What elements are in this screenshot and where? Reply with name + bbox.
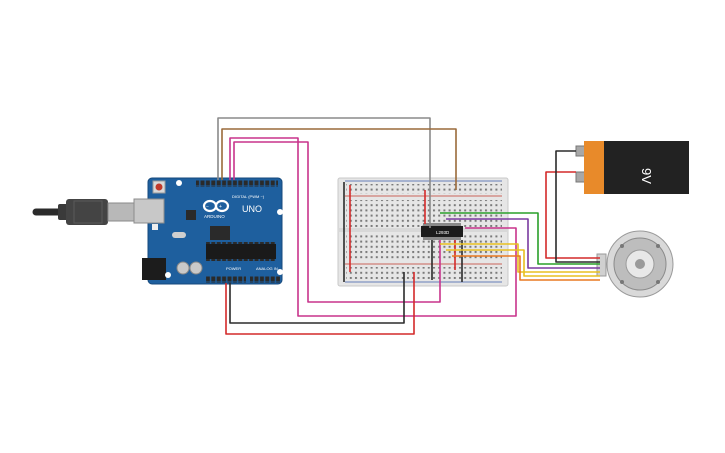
wire-purple[interactable] [446,218,600,269]
power-jack [142,258,166,280]
wire-magenta-1[interactable] [229,137,517,317]
analog-header-label: ANALOG IN [256,266,278,271]
svg-text:+: + [219,204,222,210]
l293d-chip[interactable]: L293D [421,223,463,240]
capacitor [189,261,203,275]
wire-battery-black[interactable] [555,150,600,263]
wire-black-arduino[interactable] [229,272,405,324]
arduino-logo-icon: − + [202,199,230,213]
wire-green[interactable] [440,212,600,265]
bottom-power-rail[interactable] [346,267,502,279]
digital-header[interactable] [196,180,278,187]
power-header-label: POWER [226,266,241,271]
battery-9v[interactable]: 9V [575,141,689,194]
battery-label: 9V [639,168,654,184]
wire-magenta-2[interactable] [233,141,441,303]
usb-jack [133,198,165,224]
wire-orange[interactable] [452,255,600,281]
wire-yellow-2[interactable] [446,249,600,277]
chip-label: L293D [436,230,450,235]
arduino-uno-board[interactable]: DIGITAL (PWM ~) − + ARDUINO UNO POWER AN… [133,177,283,285]
top-power-rail[interactable] [346,184,502,194]
wire-gray[interactable] [217,117,431,228]
wire-yellow-1[interactable] [440,243,600,273]
dc-motor[interactable] [596,230,674,298]
wire-brown[interactable] [221,128,457,190]
capacitor [176,261,190,275]
arduino-logo-text: ARDUINO [204,214,225,219]
atmega-chip [206,244,276,259]
digital-header-label: DIGITAL (PWM ~) [232,194,265,199]
power-header[interactable] [206,276,246,283]
svg-text:−: − [206,204,209,210]
analog-header[interactable] [250,276,280,283]
board-model: UNO [242,204,262,214]
wire-red-arduino[interactable] [225,272,415,335]
wire-battery-red[interactable] [545,171,600,259]
usb-cable[interactable] [32,199,135,225]
